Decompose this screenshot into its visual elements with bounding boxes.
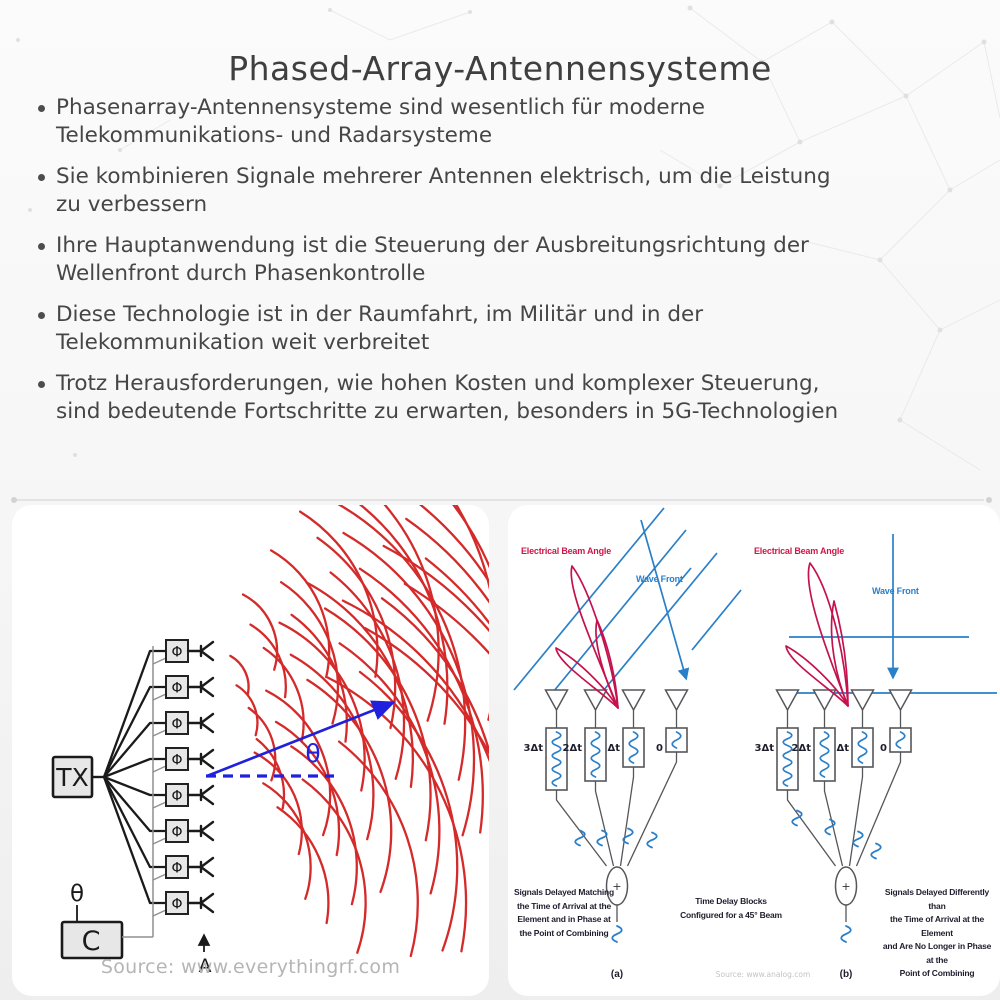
figure-label-b: (b)	[839, 969, 853, 980]
propagation-arrow-a	[640, 519, 690, 681]
left-source-credit: Source: www.everythingrf.com	[100, 956, 401, 978]
controller-label: C	[82, 926, 101, 957]
antenna-icon	[664, 689, 689, 712]
delay-label: 0	[880, 743, 887, 754]
array-axis-label: A	[199, 955, 212, 977]
phase-shifter-symbol: Φ	[171, 825, 182, 841]
sum-symbol: +	[612, 880, 621, 893]
time-delay-diagram-card: 3Δt 2Δt Δt 0 +3Δt 2Δt Δt 0 + Electrical Beam Ang…	[508, 505, 1000, 996]
bullet-text: Trotz Herausforderungen, wie hohen Koste…	[56, 371, 839, 424]
phase-shifter-symbol: Φ	[171, 861, 182, 877]
bullet-item: Phasenarray-Antennensysteme sind wesentl…	[38, 94, 968, 150]
bullet-item: Trotz Herausforderungen, wie hohen Koste…	[38, 370, 968, 426]
beam-pattern-b	[785, 562, 849, 707]
bullet-text: Ihre Hauptanwendung ist die Steuerung de…	[56, 233, 809, 286]
controller-block	[60, 920, 124, 960]
sum-symbol: +	[841, 880, 850, 893]
antenna-icon	[812, 689, 837, 712]
phase-shifter-symbol: Φ	[171, 645, 182, 661]
phase-shifter-symbol: Φ	[171, 681, 182, 697]
bullet-item: Diese Technologie ist in der Raumfahrt, …	[38, 301, 968, 357]
beam-pattern-a	[555, 565, 619, 709]
beam-direction-arrow	[206, 700, 396, 778]
beam-angle-label-b: Electrical Beam Angle	[754, 546, 845, 556]
bullet-text: Sie kombinieren Signale mehrerer Antenne…	[56, 164, 831, 217]
antenna-icon	[850, 689, 875, 712]
delay-label: 2Δt	[563, 743, 583, 754]
phase-shifter-symbol: Φ	[171, 789, 182, 805]
phased-array-tx-diagram: Φ Φ Φ Φ Φ Φ Φ Φ TX C θ A θ	[51, 505, 489, 977]
delay-label: 3Δt	[524, 743, 544, 754]
phase-shifter-chains: Φ Φ Φ Φ Φ Φ Φ Φ	[102, 639, 215, 917]
antenna-icon	[186, 892, 215, 914]
caption-b: Signals Delayed Differently than the Tim…	[882, 887, 992, 978]
antenna-icon	[186, 676, 215, 698]
wavefront-label-b: Wave Front	[872, 586, 919, 596]
beam-angle-label-a: Electrical Beam Angle	[521, 546, 612, 556]
delay-label: 2Δt	[792, 743, 812, 754]
phase-shifter-symbol: Φ	[171, 717, 182, 733]
bullet-text: Diese Technologie ist in der Raumfahrt, …	[56, 302, 704, 355]
bullet-marker	[38, 174, 45, 181]
antenna-icon	[583, 689, 608, 712]
bullet-marker	[38, 381, 45, 388]
antenna-icon	[186, 748, 215, 770]
divider-endpoint-icon	[986, 497, 992, 503]
bullet-item: Ihre Hauptanwendung ist die Steuerung de…	[38, 232, 968, 288]
wavefront-lines-b	[782, 636, 997, 694]
wavefront-lines-a	[513, 507, 742, 703]
section-divider	[16, 499, 984, 501]
right-source-credit: Source: www.analog.com	[715, 970, 811, 979]
bullet-marker	[38, 105, 45, 112]
bullet-marker	[38, 312, 45, 319]
delay-label: 3Δt	[755, 743, 775, 754]
delay-label: 0	[656, 743, 663, 754]
antenna-icon	[621, 689, 646, 712]
time-delay-diagram: 3Δt 2Δt Δt 0 +3Δt 2Δt Δt 0 +	[513, 507, 997, 943]
bullet-list: Phasenarray-Antennensysteme sind wesentl…	[38, 94, 968, 439]
antenna-icon	[888, 689, 913, 712]
antenna-icon	[186, 712, 215, 734]
antenna-icon	[186, 856, 215, 878]
beam-theta-label: θ	[305, 739, 320, 768]
delay-label: Δt	[607, 743, 620, 754]
antenna-icon	[544, 689, 569, 712]
phased-array-tx-diagram-card: Φ Φ Φ Φ Φ Φ Φ Φ TX C θ A θ Source: www.everythi…	[12, 505, 489, 996]
bullet-item: Sie kombinieren Signale mehrerer Antenne…	[38, 163, 968, 219]
delay-label: Δt	[836, 743, 849, 754]
bullet-marker	[38, 243, 45, 250]
figure-label-a: (a)	[610, 969, 624, 980]
caption-a: Signals Delayed Matching the Time of Arr…	[513, 887, 615, 938]
antenna-icon	[186, 820, 215, 842]
page-title: Phased-Array-Antennensysteme	[228, 49, 772, 89]
antenna-icon	[186, 784, 215, 806]
divider-endpoint-icon	[11, 497, 17, 503]
tx-label: TX	[55, 763, 88, 792]
antenna-icon	[775, 689, 800, 712]
wavefront-label-a: Wave Front	[636, 574, 683, 584]
controller-theta-label: θ	[70, 881, 84, 907]
caption-center: Time Delay Blocks Configured for a 45° B…	[680, 896, 782, 920]
phase-shifter-symbol: Φ	[171, 897, 182, 913]
antenna-icon	[186, 640, 215, 662]
phase-shifter-symbol: Φ	[171, 753, 182, 769]
bullet-text: Phasenarray-Antennensysteme sind wesentl…	[56, 95, 705, 148]
delay-block-chains: 3Δt 2Δt Δt 0 +3Δt 2Δt Δt 0 +	[524, 689, 913, 943]
